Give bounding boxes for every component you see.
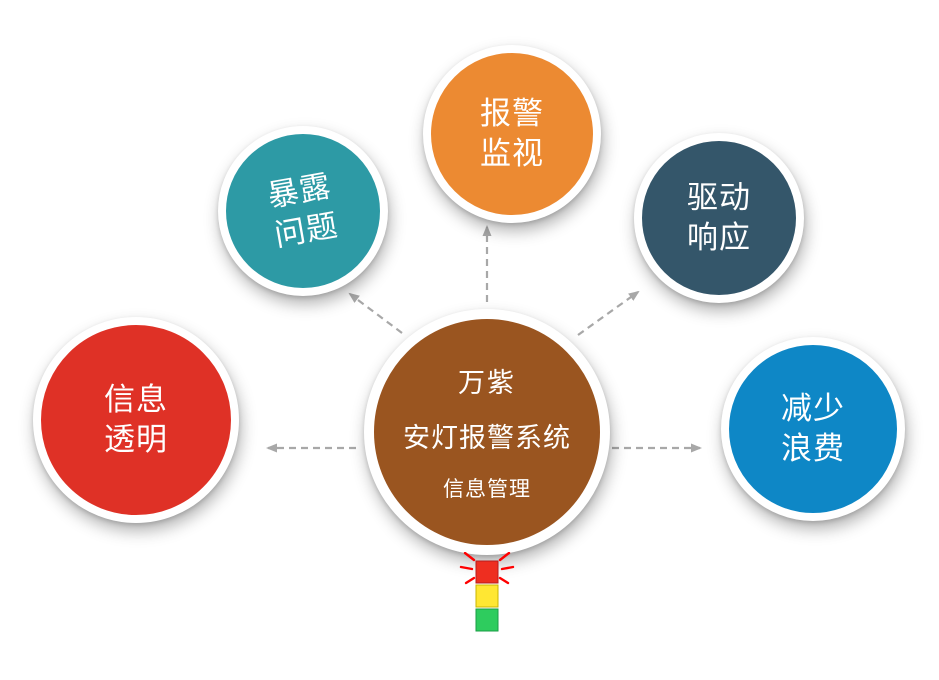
node-label-line: 信息: [104, 381, 168, 417]
node-reduce-waste: 减少 浪费: [721, 337, 905, 521]
center-title-line1: 万紫: [458, 368, 516, 398]
node-expose-problems: 暴露 问题: [218, 126, 388, 296]
alert-rays: [459, 552, 515, 585]
node-label-line: 透明: [104, 422, 168, 457]
node-information-transparency: 信息 透明: [33, 317, 239, 523]
andon-red-light: [475, 560, 499, 584]
node-alarm-monitoring-label: 报警 监视: [480, 94, 544, 175]
node-center-andon-system: 万紫 安灯报警系统 信息管理: [364, 309, 610, 555]
andon-light-tower-icon: [459, 552, 515, 632]
node-alarm-monitoring: 报警 监视: [423, 45, 601, 223]
node-reduce-waste-label: 减少 浪费: [781, 389, 845, 470]
center-title-line3: 信息管理: [443, 478, 531, 501]
node-expose-problems-label: 暴露 问题: [264, 166, 341, 256]
andon-green-light: [475, 608, 499, 632]
arrow-to-expose: [348, 292, 403, 334]
node-label-line: 驱动: [687, 179, 751, 215]
center-title-line2: 安灯报警系统: [403, 423, 571, 453]
node-label-line: 报警: [480, 95, 544, 131]
node-label-line: 减少: [781, 390, 845, 426]
node-label-line: 浪费: [781, 431, 845, 466]
node-label-line: 监视: [480, 136, 544, 171]
node-drive-response-label: 驱动 响应: [687, 178, 751, 259]
node-label-line: 响应: [687, 220, 751, 255]
arrow-to-drive: [577, 290, 640, 336]
andon-yellow-light: [475, 584, 499, 608]
node-drive-response: 驱动 响应: [634, 133, 804, 303]
node-information-transparency-label: 信息 透明: [104, 380, 168, 461]
